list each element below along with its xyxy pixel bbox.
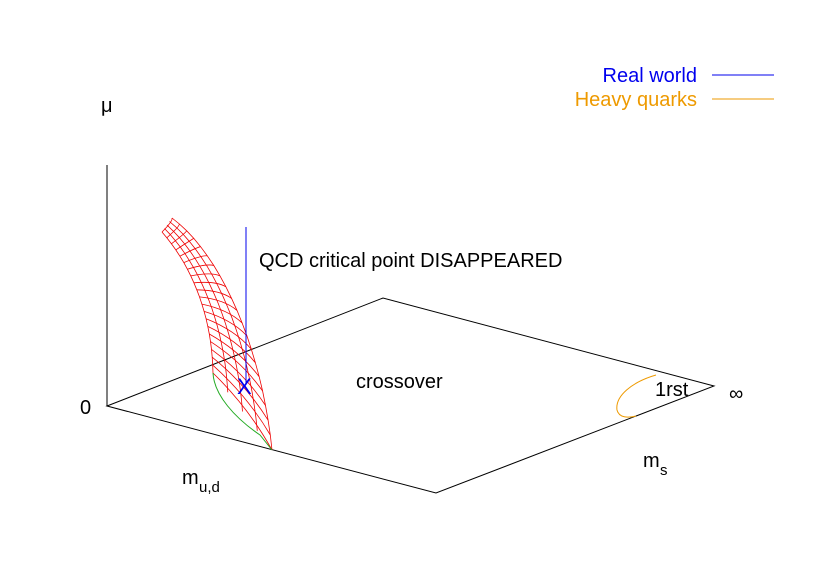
surface-rung	[212, 364, 271, 436]
surface-edge	[164, 228, 229, 393]
surface-rung	[209, 333, 260, 378]
mass-plane	[105, 297, 716, 494]
surface-rung	[205, 318, 252, 350]
first-order-label: 1rst	[655, 379, 689, 401]
surface-rung	[193, 281, 227, 288]
surface-rung	[161, 217, 173, 233]
surface-rung	[179, 246, 201, 257]
ms-axis-label-subscript: s	[660, 462, 668, 479]
surface-rung	[196, 289, 232, 299]
surface-edge	[171, 217, 273, 451]
critical-surface	[161, 217, 273, 451]
surface-rung	[183, 255, 208, 263]
surface-edge	[161, 231, 214, 374]
ms-axis-label-base: m	[643, 450, 660, 472]
surface-rung	[171, 230, 188, 245]
surface-rung	[190, 273, 221, 277]
infinity-label: ∞	[729, 383, 743, 405]
origin-label: 0	[80, 397, 91, 419]
mu-axis-label: μ	[101, 95, 113, 117]
surface-rung	[210, 341, 263, 392]
mud-axis-label-subscript: u,d	[199, 479, 220, 496]
mud-axis-label-base: m	[182, 467, 199, 489]
critical-point-label: QCD critical point DISAPPEARED	[259, 250, 562, 272]
surface-rung	[211, 356, 269, 421]
legend: Real world Heavy quarks	[575, 65, 774, 111]
boundary-curve	[212, 372, 273, 451]
real-world-marker: X	[237, 374, 252, 399]
surface-rung	[211, 349, 266, 406]
surface-rung	[187, 264, 214, 270]
surface-rung	[166, 223, 180, 239]
ms-axis-label: m s	[643, 450, 668, 479]
surface-rung	[199, 296, 238, 311]
surface-rung	[212, 372, 273, 451]
surface-rung	[175, 238, 194, 251]
surface-rung	[201, 303, 243, 324]
mud-axis-label: m u,d	[182, 467, 220, 496]
surface-rung	[207, 326, 256, 364]
surface-rung	[203, 311, 248, 337]
surface-edge	[169, 221, 258, 431]
heavy-quarks-curve	[616, 374, 657, 418]
legend-real-world-label: Real world	[603, 65, 697, 87]
crossover-label: crossover	[356, 371, 443, 393]
legend-heavy-quarks-label: Heavy quarks	[575, 89, 697, 111]
surface-edge	[166, 224, 243, 412]
